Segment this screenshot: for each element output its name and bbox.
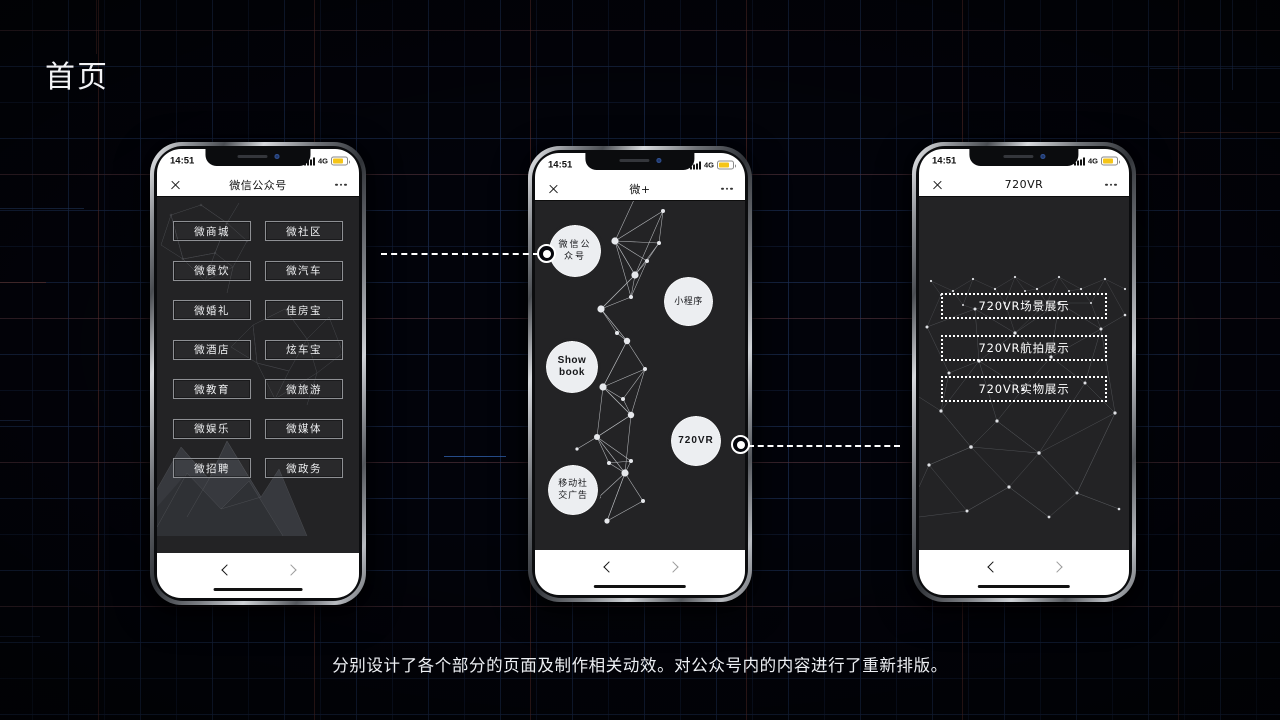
grid-button-9[interactable]: 微旅游: [265, 379, 343, 399]
front-camera-icon: [1040, 154, 1045, 159]
phone-screen: 14:51 4G 720VR: [919, 149, 1129, 595]
chevron-right-icon[interactable]: [1051, 562, 1061, 572]
vr-button-aerial[interactable]: 720VR航拍展示: [941, 334, 1107, 361]
node-label: 移动社交广告: [558, 479, 588, 501]
status-bar: 14:51 4G: [157, 149, 359, 173]
phone3-footer: [919, 550, 1129, 595]
phone1-content: 微商城 微社区 微餐饮 微汽车 微婚礼 佳房宝 微酒店 炫车宝 微教育 微旅游 …: [157, 197, 359, 553]
chevron-right-icon[interactable]: [667, 562, 677, 572]
node-miniprogram[interactable]: 小程序: [661, 274, 716, 329]
earpiece-speaker-icon: [619, 158, 649, 163]
phone1-footer: [157, 553, 359, 598]
page-title: 首页: [45, 60, 109, 95]
battery-icon: [1101, 156, 1120, 166]
grid-button-11[interactable]: 微媒体: [265, 418, 343, 439]
chevron-left-icon[interactable]: [603, 562, 613, 572]
nav-title: 微信公众号: [229, 178, 287, 192]
phone-wechat-official: 14:51 4G 微信公众号: [150, 142, 366, 605]
node-label: 小程序: [674, 296, 703, 307]
grid-button-8[interactable]: 微教育: [173, 379, 251, 399]
phone-weiplus: 14:51 4G 微+: [528, 146, 752, 602]
earpiece-speaker-icon: [237, 154, 267, 159]
phone2-content: 微信公众号 小程序 Show book 720VR 移动社交广告: [535, 201, 745, 550]
node-720vr[interactable]: 720VR: [668, 413, 724, 469]
chevron-left-icon[interactable]: [221, 565, 231, 575]
grid-button-10[interactable]: 微娱乐: [173, 418, 251, 439]
status-time: 14:51: [170, 155, 195, 167]
signal-icon: [689, 161, 701, 169]
status-time: 14:51: [932, 155, 957, 167]
connector-right-line: [748, 445, 900, 447]
close-icon[interactable]: [548, 183, 559, 194]
close-icon[interactable]: [170, 179, 181, 190]
grid-button-12[interactable]: 微招聘: [173, 458, 251, 478]
earpiece-speaker-icon: [1003, 154, 1033, 159]
close-icon[interactable]: [932, 179, 943, 190]
app-button-grid: 微商城 微社区 微餐饮 微汽车 微婚礼 佳房宝 微酒店 炫车宝 微教育 微旅游 …: [157, 197, 359, 553]
phone-720vr: 14:51 4G 720VR: [912, 142, 1136, 602]
nav-title: 微+: [629, 182, 651, 196]
grid-button-1[interactable]: 微社区: [265, 221, 343, 241]
grid-button-4[interactable]: 微婚礼: [173, 300, 251, 320]
grid-button-7[interactable]: 炫车宝: [265, 339, 343, 360]
connector-left-dot: [537, 244, 556, 263]
phone-screen: 14:51 4G 微信公众号: [157, 149, 359, 598]
status-indicators: 4G: [303, 156, 350, 166]
home-indicator[interactable]: [977, 585, 1071, 588]
phone-screen: 14:51 4G 微+: [535, 153, 745, 595]
status-indicators: 4G: [1073, 156, 1120, 166]
nav-bar: 微信公众号: [157, 173, 359, 197]
grid-button-2[interactable]: 微餐饮: [173, 260, 251, 281]
node-showbook[interactable]: Show book: [543, 338, 601, 396]
front-camera-icon: [656, 158, 661, 163]
grid-button-3[interactable]: 微汽车: [265, 260, 343, 281]
grid-button-13[interactable]: 微政务: [265, 458, 343, 478]
status-indicators: 4G: [689, 160, 736, 170]
network-label: 4G: [317, 156, 328, 166]
node-label: 微信公众号: [558, 240, 592, 262]
network-label: 4G: [703, 160, 714, 170]
connector-left-line: [381, 253, 539, 255]
signal-icon: [1073, 157, 1085, 165]
chevron-left-icon[interactable]: [987, 562, 997, 572]
caption: 分别设计了各个部分的页面及制作相关动效。对公众号内的内容进行了重新排版。: [332, 656, 948, 675]
more-dots-icon[interactable]: [335, 183, 347, 186]
notch: [585, 153, 695, 170]
grid-button-5[interactable]: 佳房宝: [265, 300, 343, 320]
home-indicator[interactable]: [593, 585, 687, 588]
connector-right-dot: [731, 435, 750, 454]
more-dots-icon[interactable]: [721, 187, 733, 190]
node-label: Show book: [557, 355, 587, 378]
vr-button-scene[interactable]: 720VR场景展示: [941, 293, 1107, 319]
nav-bar: 微+: [535, 177, 745, 201]
grid-button-0[interactable]: 微商城: [173, 221, 251, 241]
node-wechat-official[interactable]: 微信公众号: [546, 222, 604, 280]
grid-button-6[interactable]: 微酒店: [173, 339, 251, 360]
phone3-content: 720VR场景展示 720VR航拍展示 720VR实物展示: [919, 197, 1129, 550]
node-label: 720VR: [678, 435, 714, 446]
nav-bar: 720VR: [919, 173, 1129, 197]
chevron-right-icon[interactable]: [285, 565, 295, 575]
notch: [205, 149, 311, 166]
vr-button-list: 720VR场景展示 720VR航拍展示 720VR实物展示: [919, 293, 1129, 418]
vr-button-product[interactable]: 720VR实物展示: [941, 376, 1107, 402]
node-mobile-social-ads[interactable]: 移动社交广告: [545, 462, 601, 518]
battery-icon: [331, 156, 350, 166]
phone2-footer: [535, 550, 745, 595]
status-time: 14:51: [548, 159, 573, 171]
notch: [969, 149, 1079, 166]
home-indicator[interactable]: [213, 588, 303, 591]
nav-title: 720VR: [1004, 178, 1044, 191]
network-label: 4G: [1087, 156, 1098, 166]
battery-icon: [717, 160, 736, 170]
more-dots-icon[interactable]: [1105, 183, 1117, 186]
front-camera-icon: [274, 154, 279, 159]
